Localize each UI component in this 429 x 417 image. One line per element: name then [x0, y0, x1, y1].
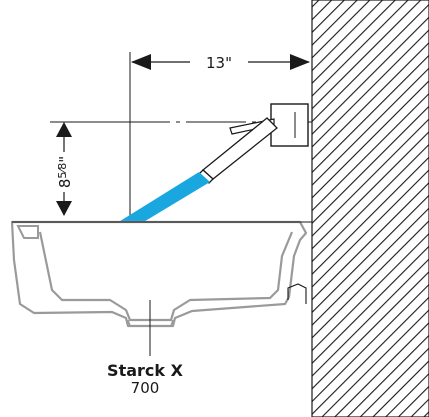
wall [311, 0, 429, 417]
vertical-dimension: 85⁄8" [50, 121, 312, 216]
wall-hatch [312, 0, 429, 417]
arrowhead-up [56, 122, 72, 137]
basin-outer-profile [10, 220, 308, 328]
dimension-inch-mark: " [56, 156, 74, 163]
dimension-whole: 8 [56, 179, 74, 189]
dimension-fraction: 5⁄8 [56, 163, 69, 179]
bidet-spray-fixture [198, 103, 309, 184]
product-name: Starck X [107, 361, 184, 380]
arrowhead-right [290, 54, 310, 70]
horizontal-dimension: 13" [129, 52, 310, 216]
basin-inner-profile [38, 231, 294, 322]
product-label: Starck X 700 [107, 361, 184, 397]
horizontal-dimension-label: 13" [206, 54, 232, 72]
wall-outline [311, 0, 429, 417]
svg-text:85⁄8": 85⁄8" [56, 156, 74, 188]
arrowhead-left [131, 54, 151, 70]
arrowhead-down [56, 201, 72, 216]
basin-overflow-slot [16, 225, 39, 239]
wall-holder [270, 103, 309, 147]
basin-wall-bracket [287, 283, 307, 304]
spray-nozzle [198, 169, 214, 184]
vertical-dimension-label: 85⁄8" [56, 156, 74, 188]
product-number: 700 [131, 379, 160, 397]
wash-basin [10, 220, 312, 356]
